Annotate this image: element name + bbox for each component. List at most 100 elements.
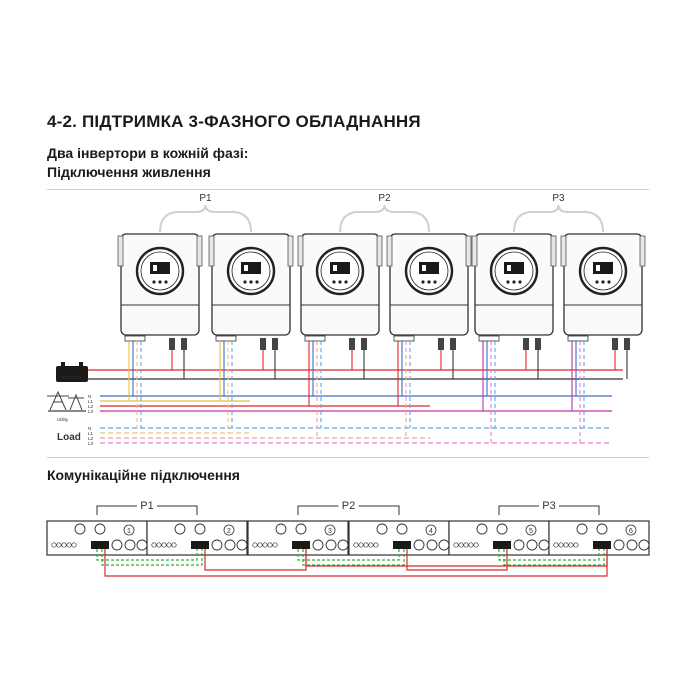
comm-port-large xyxy=(613,539,625,551)
comm-led xyxy=(463,542,469,548)
inverter-unit xyxy=(386,233,472,350)
comm-unit-number-badge xyxy=(123,524,135,536)
comm-led xyxy=(71,542,77,548)
battery-label: BATTERY xyxy=(62,375,82,380)
comm-led xyxy=(171,542,177,548)
inverter-terminal-block xyxy=(215,335,237,342)
comm-port-large xyxy=(576,523,588,535)
inverter-side-panel xyxy=(117,235,124,267)
comm-port-large xyxy=(111,539,123,551)
load-label: Load xyxy=(57,432,81,443)
comm-port-large xyxy=(526,539,538,551)
inverter-unit xyxy=(297,233,383,350)
inverter-button xyxy=(164,280,168,284)
comm-port-large xyxy=(413,539,425,551)
comm-inverter-panel: 2 xyxy=(146,520,248,556)
comm-led xyxy=(56,542,62,548)
inverter-battery-terminal xyxy=(450,338,456,350)
inverter-button xyxy=(518,280,522,284)
comm-port-large xyxy=(638,539,650,551)
comm-led xyxy=(368,542,374,548)
section-title: 4-2. ПІДТРИМКА 3-ФАЗНОГО ОБЛАДНАННЯ xyxy=(47,112,421,131)
inverter-side-panel xyxy=(550,235,557,267)
comm-port-large xyxy=(124,539,136,551)
subtitle-two-inverters: Два інвертори в кожній фазі: xyxy=(47,145,249,161)
battery-icon xyxy=(56,366,88,382)
subtitle-communication-connection: Комунікаційне підключення xyxy=(47,467,240,483)
inverter-lcd-digit xyxy=(153,265,157,271)
comm-led xyxy=(573,542,579,548)
parallel-cable-green xyxy=(297,549,400,561)
inverter-side-panel xyxy=(297,235,304,267)
comm-unit-number: 2 xyxy=(227,528,231,535)
parallel-cable-green xyxy=(101,549,203,566)
parallel-cable-green xyxy=(96,549,198,561)
comm-port-large xyxy=(596,523,608,535)
phase-bracket xyxy=(159,204,252,233)
grid-line-label: L1 xyxy=(88,399,94,404)
sync-cable-red xyxy=(305,549,608,567)
battery-icon-terminal xyxy=(79,362,83,366)
comm-phase-label-3: P3 xyxy=(542,500,555,512)
comm-unit-number: 4 xyxy=(429,528,433,535)
comm-port-large xyxy=(312,539,324,551)
comm-port-large xyxy=(626,539,638,551)
phase-label-1: P1 xyxy=(199,193,212,204)
comm-led xyxy=(458,542,464,548)
comm-led xyxy=(252,542,258,548)
subtitle-power-connection: Підключення живлення xyxy=(47,164,211,180)
comm-phase-label-1: P1 xyxy=(140,500,153,512)
comm-led xyxy=(568,542,574,548)
inverter-terminal-block xyxy=(393,335,415,342)
parallel-cable-green xyxy=(302,549,405,566)
comm-port-large xyxy=(438,539,450,551)
comm-port-large xyxy=(513,539,525,551)
inverter-battery-terminal xyxy=(169,338,175,350)
inverter-button xyxy=(601,280,605,284)
comm-led xyxy=(262,542,268,548)
inverter-lcd-digit xyxy=(507,265,511,271)
comm-led xyxy=(51,542,57,548)
comm-port-large xyxy=(295,523,307,535)
parallel-cable-green xyxy=(503,549,605,566)
divider-top xyxy=(47,189,649,190)
inverter-lcd-digit xyxy=(596,265,600,271)
comm-led xyxy=(267,542,273,548)
comm-port-large xyxy=(275,523,287,535)
comm-led xyxy=(61,542,67,548)
phase-bracket xyxy=(339,204,430,233)
inverter-terminal-block xyxy=(304,335,326,342)
comm-led xyxy=(156,542,162,548)
comm-port-large xyxy=(476,523,488,535)
inverter-side-panel xyxy=(465,235,472,267)
phase-label-2: P2 xyxy=(378,193,391,204)
comm-led xyxy=(453,542,459,548)
comm-port-large xyxy=(224,539,236,551)
inverter-button xyxy=(506,280,510,284)
inverter-button xyxy=(433,280,437,284)
inverter-button xyxy=(158,280,162,284)
utility-tower-icon xyxy=(47,390,86,412)
comm-port-large xyxy=(211,539,223,551)
grid-line-label: N xyxy=(88,394,91,399)
comm-port-large xyxy=(74,523,86,535)
comm-port-large xyxy=(376,523,388,535)
comm-connector-block xyxy=(292,541,310,549)
inverter-button xyxy=(427,280,431,284)
inverter-battery-terminal xyxy=(438,338,444,350)
inverter-button xyxy=(607,280,611,284)
inverter-unit xyxy=(208,233,294,350)
inverter-button xyxy=(332,280,336,284)
comm-port-large xyxy=(174,523,186,535)
inverter-button xyxy=(249,280,253,284)
comm-led xyxy=(151,542,157,548)
comm-unit-number-badge xyxy=(223,524,235,536)
inverter-unit xyxy=(560,233,646,350)
sync-cable-red xyxy=(406,549,508,571)
parallel-cable-green xyxy=(498,549,600,561)
inverter-button xyxy=(243,280,247,284)
inverter-battery-terminal xyxy=(272,338,278,350)
inverter-button xyxy=(344,280,348,284)
comm-unit-number-badge xyxy=(525,524,537,536)
